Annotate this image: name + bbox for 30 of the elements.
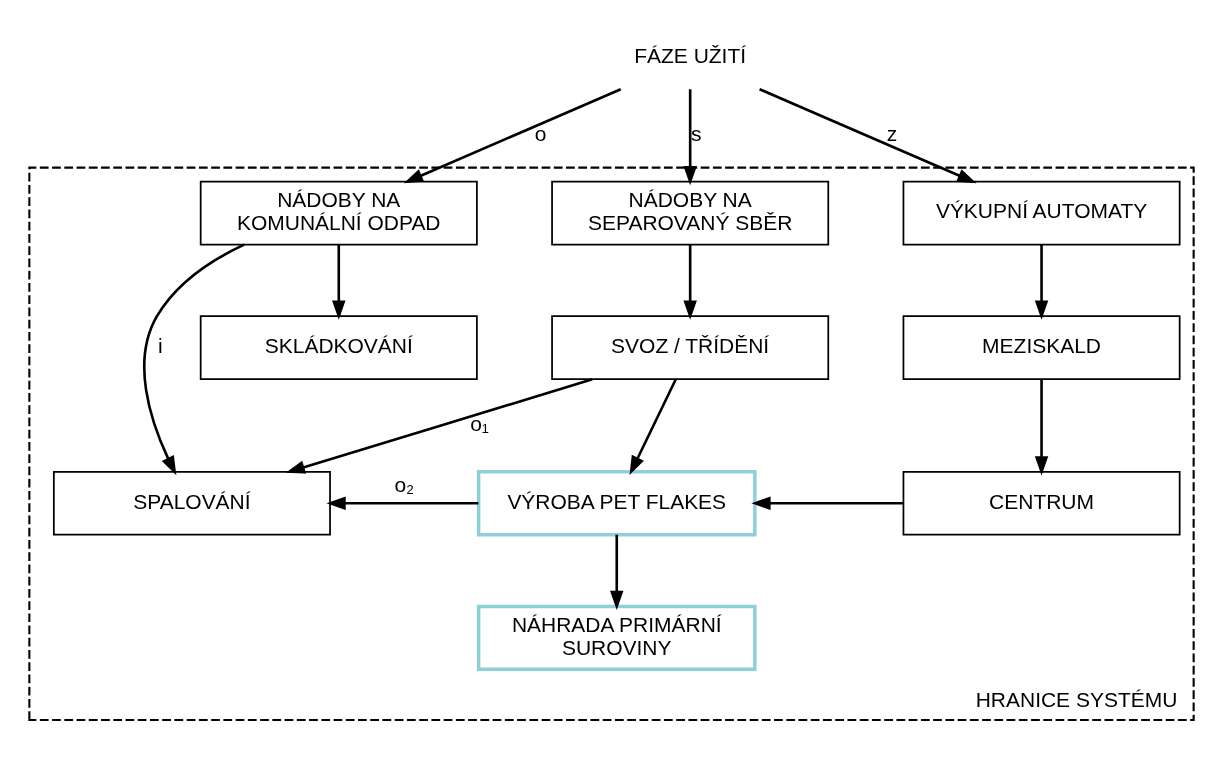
node-text: FÁZE UŽITÍ bbox=[634, 43, 747, 67]
edge-label: o₂ bbox=[394, 472, 415, 496]
edge-label: o bbox=[534, 121, 547, 145]
node-box: NÁHRADA PRIMÁRNÍ SUROVINY bbox=[476, 604, 757, 671]
node-box: VÝKUPNÍ AUTOMATY bbox=[902, 180, 1181, 245]
arrow bbox=[332, 244, 346, 320]
arrow bbox=[759, 87, 977, 183]
edge-label: i bbox=[158, 333, 163, 357]
arrow bbox=[683, 244, 697, 320]
edge-label: s bbox=[691, 121, 702, 145]
edge-label: z bbox=[886, 121, 898, 145]
node-box: SKLÁDKOVÁNÍ bbox=[199, 314, 478, 380]
arrow bbox=[143, 242, 245, 475]
node-box: SPALOVÁNÍ bbox=[52, 470, 331, 536]
node-box: CENTRUM bbox=[902, 470, 1181, 536]
arrow bbox=[403, 87, 622, 183]
arrow bbox=[285, 377, 593, 474]
arrow bbox=[683, 88, 697, 185]
arrow bbox=[1034, 378, 1049, 475]
arrow bbox=[751, 496, 903, 510]
arrow bbox=[1034, 244, 1049, 320]
arrow bbox=[610, 534, 624, 610]
arrow bbox=[326, 496, 479, 510]
node-box: SVOZ / TŘÍDĚNÍ bbox=[551, 314, 830, 380]
node-box: MEZISKALD bbox=[902, 314, 1181, 380]
edge-label: o₁ bbox=[470, 411, 489, 435]
node-box: NÁDOBY NA SEPAROVANÝ SBĚR bbox=[551, 180, 830, 245]
arrow bbox=[629, 378, 677, 475]
node-box: VÝROBA PET FLAKES bbox=[476, 469, 757, 536]
node-box: NÁDOBY NA KOMUNÁLNÍ ODPAD bbox=[199, 180, 478, 245]
